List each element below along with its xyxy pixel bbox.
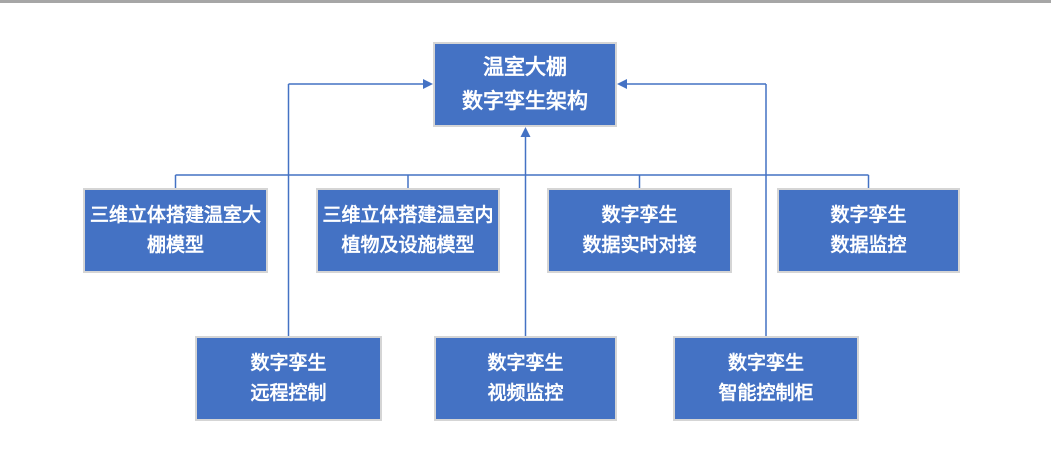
node-data-monitoring: 数字孪生 数据监控 [777,188,960,273]
node-label-line: 棚模型 [146,234,204,256]
node-label-line: 数字孪生 [250,352,327,374]
top-divider-rule [0,0,1051,3]
node-3d-plants-facilities-model: 三维立体搭建温室内 植物及设施模型 [316,188,500,273]
node-root-greenhouse-digital-twin-architecture: 温室大棚 数字孪生架构 [433,42,617,127]
node-3d-greenhouse-model: 三维立体搭建温室大 棚模型 [83,188,268,273]
node-label-line: 数据监控 [830,234,907,256]
node-smart-control-cabinet: 数字孪生 智能控制柜 [673,336,859,421]
node-label-line: 视频监控 [487,382,564,404]
arrowhead-into-root-bottom [520,127,531,137]
node-label-line: 数字孪生架构 [462,89,588,113]
node-label-line: 三维立体搭建温室大 [89,204,261,226]
arrowhead-into-root-left [423,79,433,89]
node-remote-control: 数字孪生 远程控制 [195,336,382,421]
node-label-line: 远程控制 [250,382,327,404]
node-realtime-data-docking: 数字孪生 数据实时对接 [547,188,732,273]
node-label-line: 数字孪生 [830,204,907,226]
node-label-line: 数字孪生 [601,204,678,226]
node-label-line: 数字孪生 [727,352,804,374]
node-label-line: 温室大棚 [483,55,567,79]
node-label-line: 智能控制柜 [718,382,814,404]
node-video-surveillance: 数字孪生 视频监控 [434,336,617,421]
node-label-line: 三维立体搭建温室内 [322,204,494,226]
node-label-line: 植物及设施模型 [341,234,475,256]
node-label-line: 数据实时对接 [582,234,697,256]
arrowhead-into-root-right [617,79,627,89]
node-label-line: 数字孪生 [487,352,564,374]
